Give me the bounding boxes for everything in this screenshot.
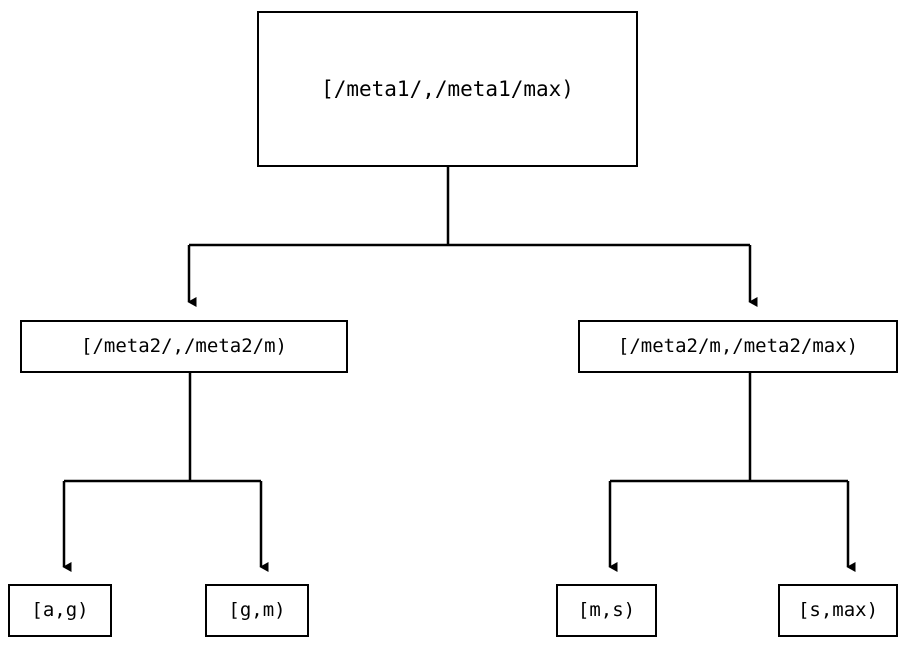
node-mid-right[interactable]: [/meta2/m,/meta2/max) [578, 320, 898, 373]
edge-mid-left-to-leaves [62, 373, 269, 572]
node-root-label: [/meta1/,/meta1/max) [321, 76, 574, 101]
node-leaf-s-max-label: [s,max) [797, 599, 879, 621]
node-mid-right-label: [/meta2/m,/meta2/max) [617, 335, 859, 357]
node-leaf-m-s-label: [m,s) [577, 599, 636, 621]
node-mid-left-label: [/meta2/,/meta2/m) [81, 335, 287, 357]
node-leaf-g-m[interactable]: [g,m) [205, 584, 309, 637]
node-leaf-s-max[interactable]: [s,max) [778, 584, 898, 637]
node-leaf-m-s[interactable]: [m,s) [556, 584, 657, 637]
node-leaf-g-m-label: [g,m) [228, 599, 286, 621]
node-mid-left[interactable]: [/meta2/,/meta2/m) [20, 320, 348, 373]
node-leaf-a-g[interactable]: [a,g) [8, 584, 112, 637]
edge-mid-right-to-leaves [608, 373, 856, 572]
edge-root-to-mid-level [187, 167, 758, 307]
node-leaf-a-g-label: [a,g) [31, 599, 89, 621]
node-root[interactable]: [/meta1/,/meta1/max) [257, 11, 638, 167]
